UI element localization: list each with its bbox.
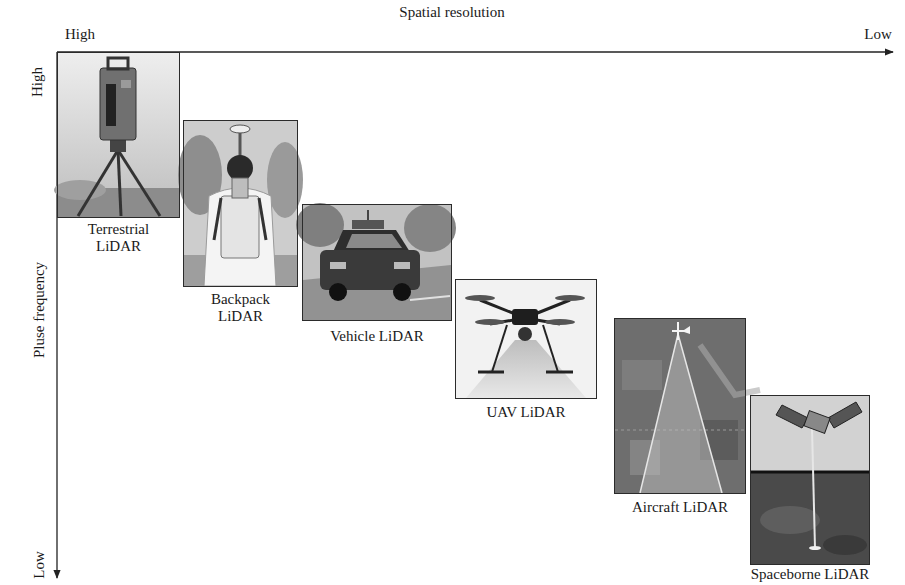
lidar-platform: Terrestrial LiDAR — [57, 52, 180, 254]
swath — [700, 345, 760, 395]
tree — [296, 203, 344, 247]
backpack-photo — [178, 121, 303, 286]
photo-frame — [183, 120, 298, 287]
vehicle-photo — [296, 203, 456, 320]
terrain — [615, 319, 745, 493]
sky — [751, 396, 869, 472]
x-axis — [57, 51, 893, 52]
scan-beam — [466, 340, 586, 398]
axis-title: Pluse frequency — [31, 262, 48, 358]
scanner-window — [106, 84, 116, 126]
photo-frame — [302, 204, 452, 321]
strap — [259, 198, 266, 240]
tripod-leg — [118, 150, 121, 216]
lidar-platform: Aircraft LiDAR — [614, 318, 746, 516]
photo-frame — [57, 52, 180, 218]
skid — [478, 371, 504, 374]
solar-panel — [828, 402, 862, 428]
wheel — [393, 283, 411, 301]
drone-body — [512, 309, 538, 325]
lidar-platform: Vehicle LiDAR — [302, 204, 452, 345]
axis-end-label: Low — [31, 551, 48, 579]
terrain-patch — [760, 506, 820, 534]
lidar-platform: Backpack LiDAR — [183, 120, 298, 324]
satellite-body — [804, 411, 830, 434]
car-light — [330, 262, 346, 269]
beam-edge — [678, 334, 722, 493]
scanner-handle — [108, 58, 128, 69]
airplane — [672, 326, 690, 334]
laser-beam — [812, 428, 815, 548]
platform-caption: Aircraft LiDAR — [595, 499, 765, 516]
rotor — [465, 295, 495, 301]
terrestrial-photo — [54, 53, 179, 217]
tripod-leg — [118, 150, 160, 216]
wheel — [329, 283, 347, 301]
uav-photo — [456, 280, 596, 398]
background — [456, 280, 596, 398]
solar-panel — [776, 405, 808, 428]
scanner-head — [232, 178, 248, 198]
platform-caption: UAV LiDAR — [441, 404, 611, 421]
drone-leg — [492, 325, 507, 372]
backpack-unit — [221, 196, 259, 258]
earth — [751, 472, 869, 564]
car-cabin — [333, 230, 410, 252]
platform-caption: Vehicle LiDAR — [292, 328, 462, 345]
mast — [367, 210, 369, 220]
rotor — [475, 319, 505, 325]
axis-end-label: High — [65, 26, 95, 43]
axes — [57, 52, 893, 578]
rotor — [545, 319, 575, 325]
scanner-body — [100, 68, 136, 140]
photo-frame — [614, 318, 746, 494]
field — [622, 360, 662, 390]
spaceborne-photo — [751, 396, 869, 564]
drone-leg — [543, 325, 558, 372]
beam-edge — [640, 334, 678, 493]
lidar-platform: Spaceborne LiDAR — [750, 395, 870, 583]
photo-frame — [455, 279, 597, 399]
car-window — [346, 234, 402, 248]
shirt — [204, 188, 276, 286]
axis-end-label: High — [29, 67, 46, 97]
platform-caption: Spaceborne LiDAR — [735, 566, 885, 583]
platform-caption: Terrestrial LiDAR — [77, 221, 161, 254]
tripod-leg — [78, 150, 118, 216]
lidar-pod — [518, 327, 532, 341]
rotor — [555, 295, 585, 301]
horizon — [751, 471, 869, 474]
photo-frame — [750, 395, 870, 565]
gnss-antenna — [230, 125, 250, 133]
terrain-patch — [823, 535, 867, 555]
car-light — [394, 262, 410, 269]
axis-title: Spatial resolution — [399, 4, 504, 21]
footprint — [809, 546, 821, 550]
skid — [546, 371, 573, 374]
lane-mark — [410, 296, 450, 300]
scanner-panel — [121, 80, 131, 88]
airplane-wing — [677, 322, 679, 340]
platform-caption: Backpack LiDAR — [203, 291, 279, 324]
axis-end-label: Low — [864, 26, 892, 43]
tree — [404, 204, 456, 252]
strap — [214, 198, 221, 240]
head — [227, 155, 253, 181]
lidar-platform: UAV LiDAR — [455, 279, 597, 421]
aircraft-photo — [615, 319, 760, 493]
roof-scanner — [352, 220, 384, 229]
